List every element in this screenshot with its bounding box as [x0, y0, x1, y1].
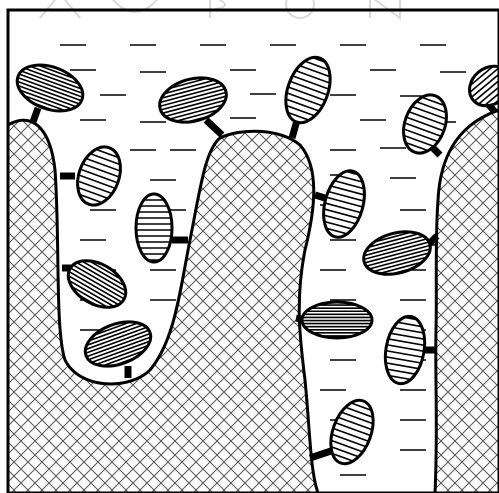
ellipsoidal-particle	[313, 167, 371, 242]
ellipsoidal-particle	[60, 140, 129, 212]
ellipsoidal-particle	[134, 192, 188, 264]
ellipsoidal-particle	[295, 300, 374, 340]
particle-group	[11, 52, 499, 470]
substrate-protrusion	[8, 118, 320, 493]
ellipsoidal-particle	[79, 313, 157, 378]
ellipsoidal-particle	[308, 394, 382, 470]
ellipsoidal-particle	[358, 224, 440, 281]
ellipsoidal-particle	[154, 70, 232, 138]
ellipsoidal-particle	[277, 52, 339, 139]
particle-stalk	[308, 446, 336, 462]
ellipsoidal-particle	[11, 56, 90, 124]
diagram-frame	[6, 8, 499, 493]
ellipsoidal-particle	[461, 58, 499, 115]
ellipsoidal-particle	[395, 88, 455, 160]
particle-stalk	[29, 106, 42, 124]
particle-stalk	[203, 117, 225, 138]
substrate-protrusion	[433, 108, 499, 493]
particle-stalk	[313, 191, 327, 202]
ellipsoidal-particle	[60, 251, 134, 317]
ellipsoidal-particle	[380, 314, 436, 387]
